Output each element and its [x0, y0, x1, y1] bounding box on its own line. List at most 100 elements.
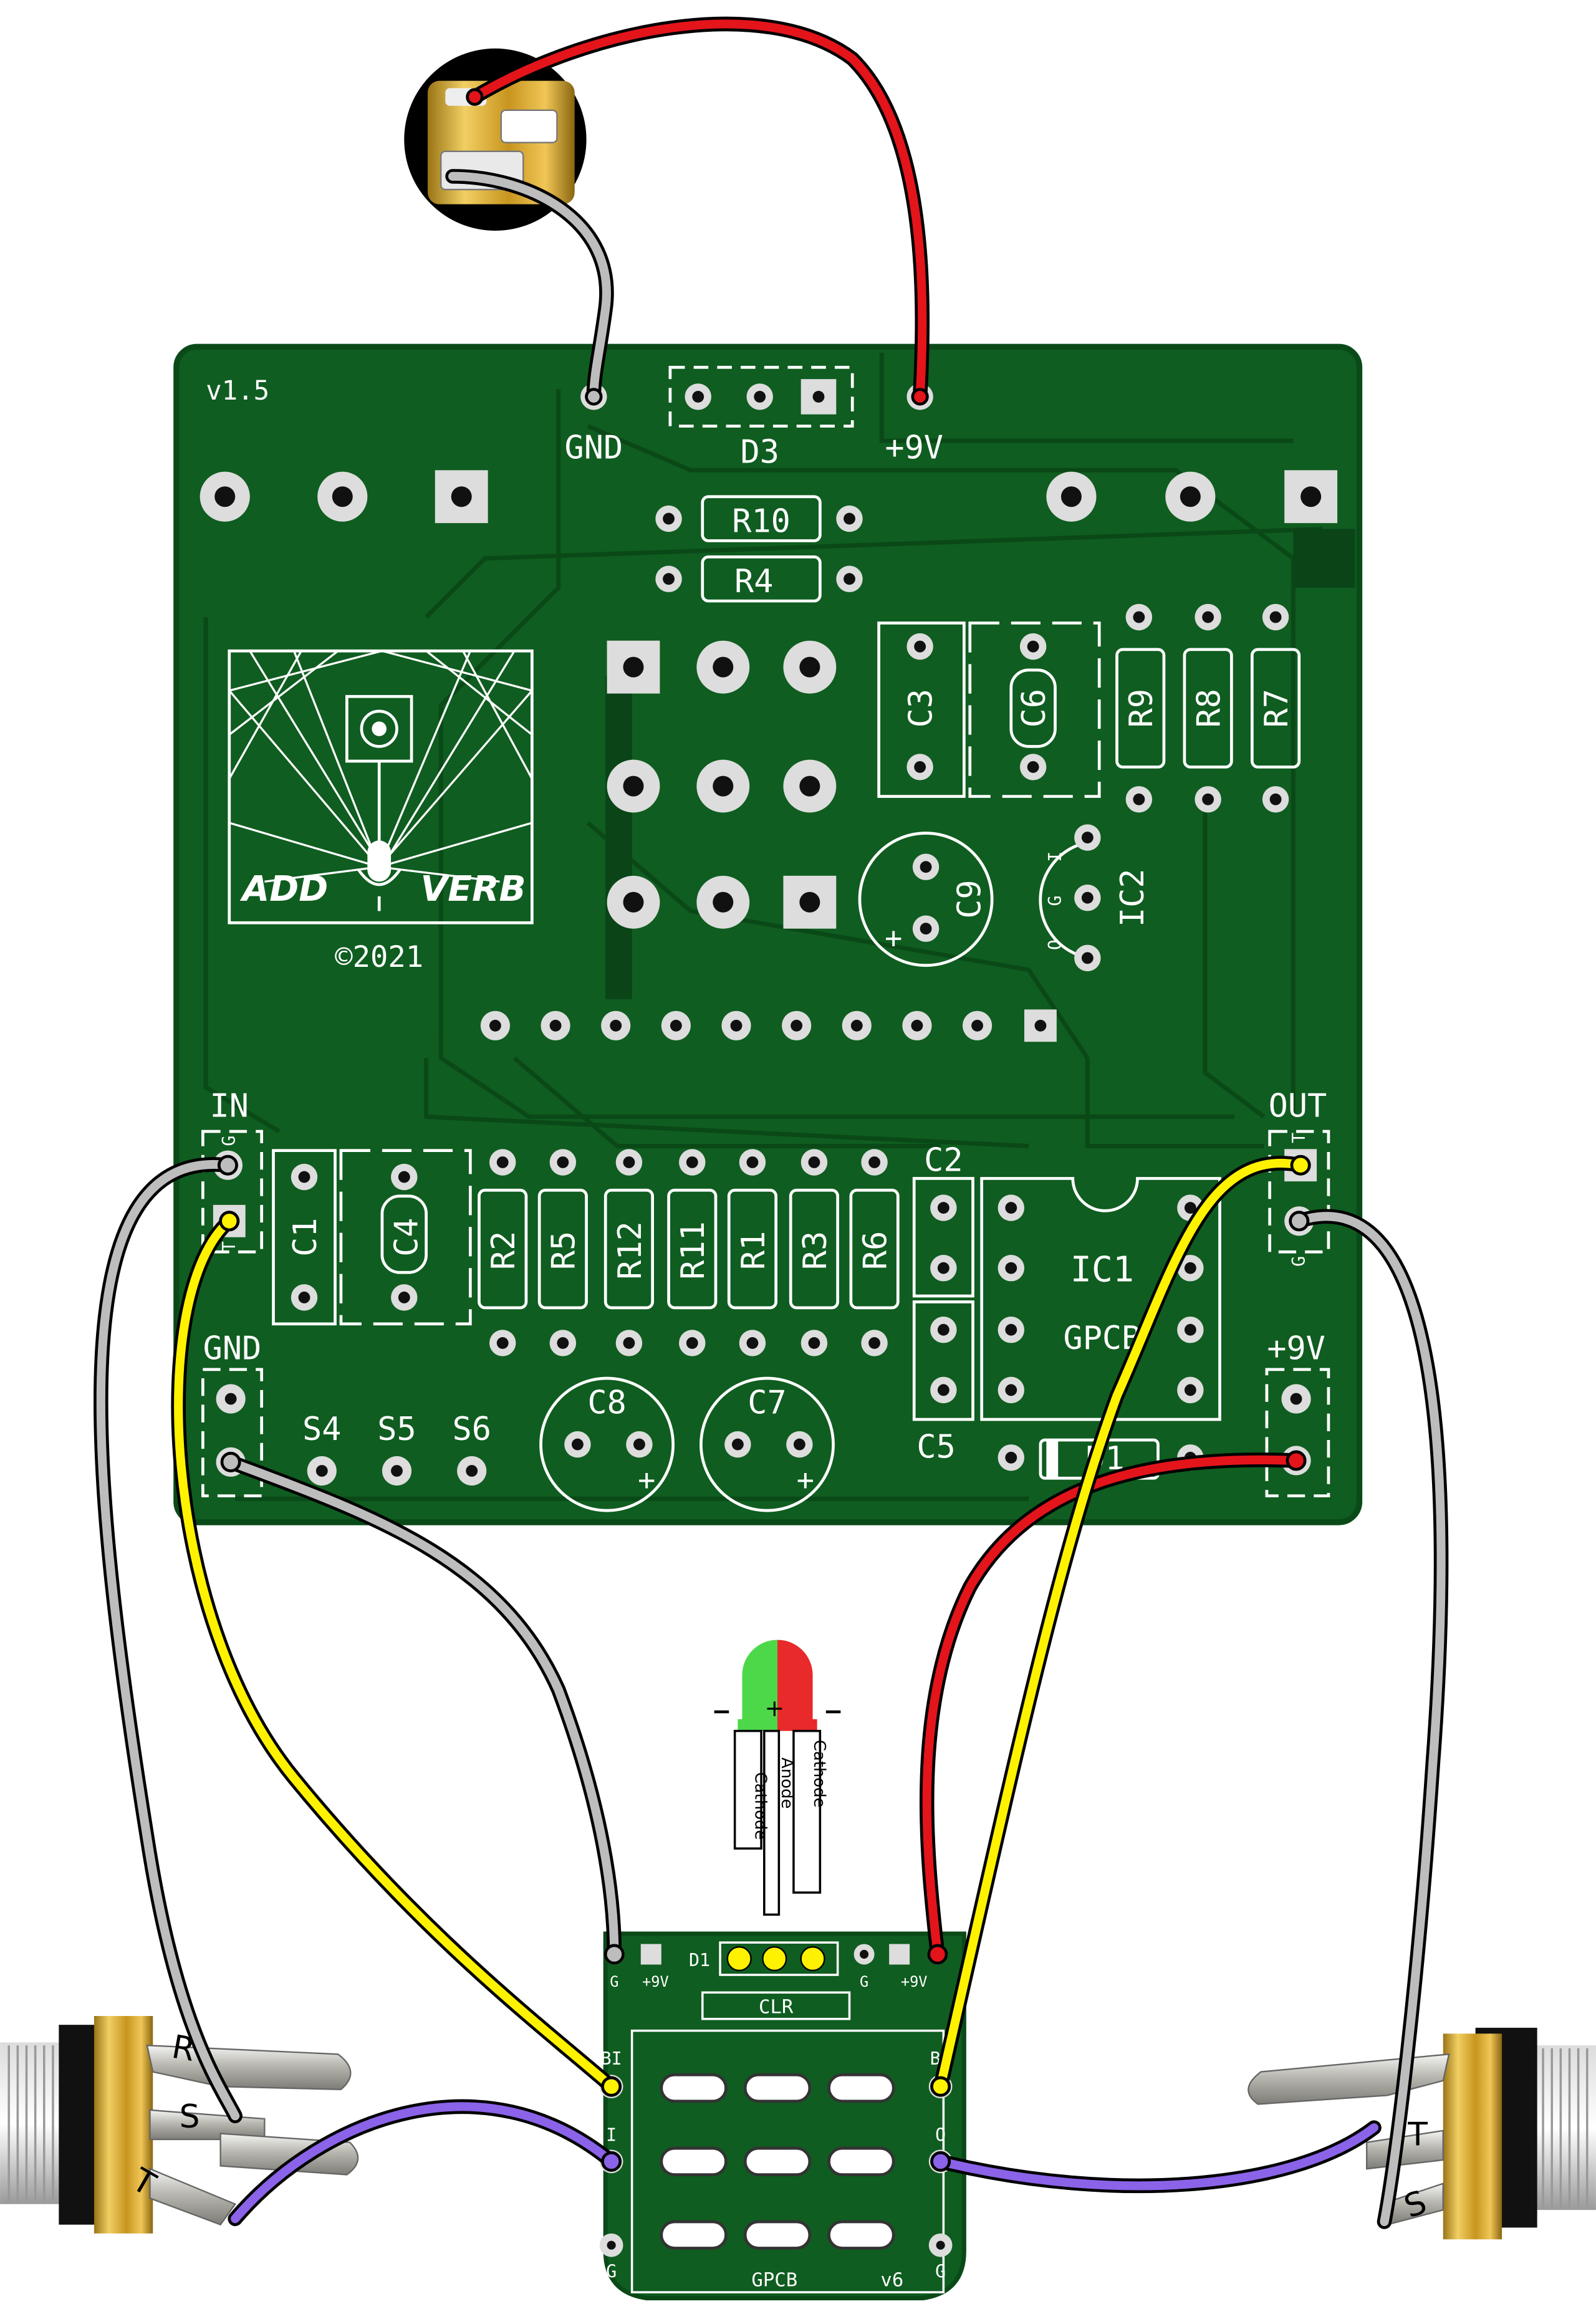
c1-label: C1: [287, 1217, 324, 1256]
logo-add-text: ADD: [240, 868, 329, 910]
copyright-label: ©2021: [335, 940, 423, 974]
c4-label: C4: [388, 1217, 426, 1256]
input-jack: [0, 2016, 359, 2234]
r10-label: R10: [732, 502, 791, 540]
logo-verb-text: VERB: [421, 868, 526, 910]
d3-label: D3: [740, 434, 779, 471]
s-pads: [307, 1456, 487, 1486]
switch-pads: [607, 640, 837, 929]
ic1-label: IC1: [1070, 1249, 1134, 1290]
ic2-g-label: G: [1045, 895, 1065, 906]
switch-pcb: [599, 1931, 966, 2301]
jack-right-t: T: [1407, 2116, 1428, 2153]
sw-gpcb-label: GPCB: [751, 2270, 797, 2292]
out-t-label: T: [1289, 1133, 1309, 1143]
sw-d1-label: D1: [689, 1950, 710, 1970]
c8-plus: +: [638, 1463, 655, 1497]
r8-label: R8: [1191, 689, 1228, 727]
r7-footprint: [1250, 603, 1301, 813]
plus9v-bottom-label: +9V: [1267, 1330, 1325, 1367]
c6-footprint: [968, 622, 1101, 798]
jack-left-s: S: [180, 2098, 200, 2136]
pot-pads-right: [1046, 470, 1338, 524]
resistor-row-pads: [489, 1149, 888, 1356]
r7-label: R7: [1258, 689, 1296, 727]
out-label: OUT: [1269, 1087, 1327, 1125]
r4-label: R4: [734, 563, 773, 600]
sw-bi-label: BI: [601, 2048, 622, 2069]
plus9v-top-label: +9V: [885, 429, 943, 466]
r4-footprint: [655, 555, 863, 603]
c7-footprint: [699, 1376, 835, 1512]
c5-footprint: [912, 1300, 974, 1421]
led-plus: +: [764, 1694, 784, 1722]
sw-o-label: O: [935, 2124, 946, 2145]
s5-label: S5: [377, 1411, 416, 1448]
in-g-label: G: [219, 1136, 239, 1146]
r1-label: R1: [735, 1231, 772, 1270]
led-cathode-right: Cathode: [810, 1740, 829, 1808]
c7-plus: +: [797, 1463, 814, 1497]
sw-g-right: G: [860, 1973, 868, 1990]
c9-footprint: [858, 832, 994, 967]
sw-g-left: G: [610, 1973, 618, 1990]
r2-label: R2: [485, 1231, 522, 1270]
c2-label: C2: [924, 1142, 963, 1179]
sw-version-label: v6: [880, 2270, 903, 2292]
sw-clr-label: CLR: [759, 1996, 794, 2018]
resistor-row: [478, 1188, 900, 1310]
r10-footprint: [655, 495, 863, 542]
c7-label: C7: [748, 1385, 786, 1422]
r6-label: R6: [857, 1231, 894, 1270]
r11-label: R11: [675, 1221, 712, 1280]
c5-label: C5: [916, 1428, 955, 1466]
out-g-label: G: [1289, 1256, 1309, 1267]
c3-label: C3: [903, 689, 940, 727]
main-pcb: D3 GND +9V v1.5 R10 R4: [173, 343, 1363, 1525]
s4-label: S4: [302, 1411, 341, 1448]
ic2-footprint: [1039, 824, 1101, 972]
pot-pads-left: [200, 470, 488, 524]
c3-footprint: [877, 622, 966, 798]
sw-g-bl: G: [606, 2262, 617, 2282]
header-pin-row: [480, 1009, 1057, 1042]
version-label: v1.5: [206, 376, 269, 406]
d3-footprint: [668, 365, 854, 428]
led-anode: Anode: [777, 1757, 796, 1808]
dc-power-jack: [404, 48, 587, 231]
c6-label: C6: [1016, 689, 1053, 727]
addverb-logo: [228, 649, 534, 924]
ic1-gpcb-label: GPCB: [1063, 1320, 1141, 1357]
in-label: IN: [210, 1087, 249, 1125]
c9-plus: +: [885, 921, 902, 955]
s6-label: S6: [452, 1411, 491, 1448]
sw-9v-left: +9V: [642, 1973, 669, 1990]
footswitch-lugs: [660, 2073, 895, 2250]
r8-footprint: [1183, 603, 1233, 813]
sw-i-label: I: [606, 2124, 617, 2145]
r12-label: R12: [612, 1221, 649, 1280]
r9-footprint: [1115, 603, 1166, 813]
wires: [94, 16, 1449, 2229]
gnd-bottom-label: GND: [203, 1330, 262, 1367]
c8-footprint: [539, 1376, 675, 1512]
c9-label: C9: [951, 880, 988, 918]
r3-label: R3: [797, 1231, 834, 1270]
ic2-o-label: O: [1045, 939, 1065, 950]
ic2-i-label: I: [1045, 852, 1065, 862]
wire-ends: [217, 88, 1311, 2172]
bicolor-led: [714, 1639, 841, 1916]
c4-footprint: [339, 1149, 472, 1326]
r5-label: R5: [546, 1231, 583, 1270]
c2-footprint: [912, 1177, 974, 1298]
c8-label: C8: [587, 1385, 626, 1422]
sw-g-br: G: [935, 2262, 946, 2282]
led-cathode-left: Cathode: [751, 1772, 770, 1840]
gnd-top-label: GND: [565, 429, 623, 466]
r9-label: R9: [1123, 689, 1160, 727]
in-t-label: T: [219, 1241, 239, 1252]
wire-gray-gnd-to-switch: [223, 1454, 622, 1962]
output-jack: [1247, 2027, 1596, 2240]
ic1-footprint: [980, 1177, 1221, 1421]
